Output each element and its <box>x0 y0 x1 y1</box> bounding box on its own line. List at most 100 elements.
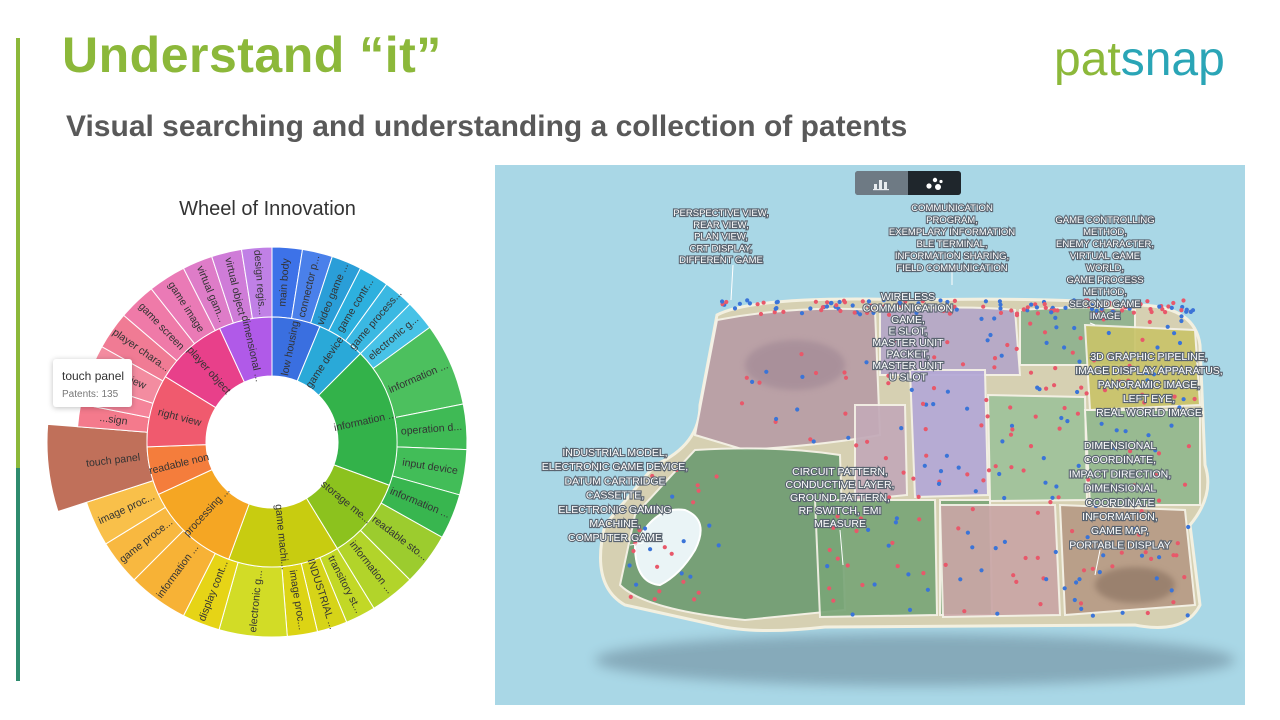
patent-dot[interactable] <box>1005 342 1010 348</box>
patent-dot[interactable] <box>744 375 749 380</box>
patent-dot[interactable] <box>1127 306 1132 311</box>
patent-dot[interactable] <box>1169 305 1174 310</box>
patent-dot[interactable] <box>1042 302 1047 307</box>
patent-dot[interactable] <box>942 307 947 312</box>
patent-dot[interactable] <box>907 607 913 612</box>
patent-dot[interactable] <box>1089 303 1094 308</box>
patent-dot[interactable] <box>992 316 997 321</box>
patent-dot[interactable] <box>864 360 869 365</box>
patent-dot[interactable] <box>1092 358 1097 363</box>
landscape-zone[interactable] <box>618 447 847 622</box>
patent-dot[interactable] <box>1131 304 1136 309</box>
patent-dot[interactable] <box>854 528 859 534</box>
patent-dot[interactable] <box>1062 405 1067 411</box>
patent-dot[interactable] <box>1081 568 1087 573</box>
patent-dot[interactable] <box>866 303 871 308</box>
patent-dot[interactable] <box>635 465 640 470</box>
patent-dot[interactable] <box>829 300 834 306</box>
wheel-inner-ring[interactable] <box>146 316 398 568</box>
patent-dot[interactable] <box>1181 397 1186 402</box>
patent-dot[interactable] <box>932 355 937 360</box>
patent-dot[interactable] <box>984 397 989 403</box>
patent-dot[interactable] <box>1120 610 1125 615</box>
patent-dot[interactable] <box>1002 495 1007 501</box>
patent-dot[interactable] <box>1126 378 1131 383</box>
patent-dot[interactable] <box>732 306 738 311</box>
patent-dot[interactable] <box>1125 356 1130 361</box>
patent-dot[interactable] <box>943 562 948 567</box>
patent-dot[interactable] <box>1070 350 1075 355</box>
landscape-zone[interactable] <box>813 499 939 619</box>
patent-dot[interactable] <box>837 299 842 305</box>
patent-dot[interactable] <box>921 571 926 576</box>
patent-dot[interactable] <box>1028 370 1034 375</box>
patent-dot[interactable] <box>992 365 997 370</box>
patent-dot[interactable] <box>1138 302 1143 307</box>
patent-dot[interactable] <box>1120 308 1125 313</box>
patent-dot[interactable] <box>906 572 911 577</box>
patent-dot[interactable] <box>1054 484 1059 489</box>
patent-dot[interactable] <box>960 362 966 367</box>
landscape-zone[interactable] <box>986 393 1089 503</box>
patent-dot[interactable] <box>842 370 847 375</box>
patent-dot[interactable] <box>774 300 779 305</box>
patent-dot[interactable] <box>843 411 848 416</box>
patent-dot[interactable] <box>737 301 742 306</box>
patent-dot[interactable] <box>1052 308 1057 313</box>
patent-dot[interactable] <box>1048 500 1053 505</box>
patent-dot[interactable] <box>945 340 950 345</box>
patent-dot[interactable] <box>947 311 952 316</box>
patent-dot[interactable] <box>773 306 778 311</box>
patent-dot[interactable] <box>657 589 662 594</box>
patent-dot[interactable] <box>886 312 892 317</box>
patent-dot[interactable] <box>892 338 897 343</box>
patent-dot[interactable] <box>886 381 891 386</box>
patent-dot[interactable] <box>954 307 959 312</box>
patent-dot[interactable] <box>679 571 684 576</box>
patent-dot[interactable] <box>998 310 1004 315</box>
patent-dot[interactable] <box>1177 340 1183 346</box>
patent-dot[interactable] <box>1166 304 1171 309</box>
patent-dot[interactable] <box>945 299 950 305</box>
patent-dot[interactable] <box>979 568 984 573</box>
patent-dot[interactable] <box>681 539 686 544</box>
patent-dot[interactable] <box>886 543 891 548</box>
patent-dot[interactable] <box>1106 330 1111 336</box>
patent-dot[interactable] <box>1182 575 1187 580</box>
patent-dot[interactable] <box>1090 566 1095 571</box>
patent-dot[interactable] <box>820 305 825 310</box>
patent-dot[interactable] <box>944 453 949 458</box>
patent-dot[interactable] <box>1169 588 1174 593</box>
patent-dot[interactable] <box>696 488 701 493</box>
patent-dot[interactable] <box>865 439 870 444</box>
patent-dot[interactable] <box>860 582 865 588</box>
patent-dot[interactable] <box>1151 372 1157 377</box>
patent-dot[interactable] <box>850 612 855 617</box>
patent-dot[interactable] <box>1101 553 1106 558</box>
patent-dot[interactable] <box>808 306 813 311</box>
patent-dot[interactable] <box>1139 553 1145 558</box>
patent-dot[interactable] <box>1165 324 1170 329</box>
patent-dot[interactable] <box>1093 503 1098 509</box>
patent-dot[interactable] <box>674 467 679 472</box>
landscape-svg[interactable]: PERSPECTIVE VIEW,REAR VIEW,PLAN VIEW,CRT… <box>495 165 1245 705</box>
patent-dot[interactable] <box>1163 310 1168 315</box>
patent-dot[interactable] <box>774 416 779 422</box>
patent-dot[interactable] <box>1123 305 1128 310</box>
patent-dot[interactable] <box>1102 388 1108 393</box>
patent-dot[interactable] <box>922 463 927 468</box>
patent-dot[interactable] <box>1035 555 1040 560</box>
patent-dot[interactable] <box>945 389 950 394</box>
patent-dot[interactable] <box>1149 309 1154 315</box>
patent-dot[interactable] <box>652 597 657 602</box>
patent-dot[interactable] <box>1133 526 1138 532</box>
patent-dot[interactable] <box>692 597 697 602</box>
patent-dot[interactable] <box>1192 396 1197 402</box>
patent-dot[interactable] <box>1014 579 1019 584</box>
patent-dot[interactable] <box>1157 304 1162 309</box>
patent-dot[interactable] <box>623 464 628 469</box>
patent-dot[interactable] <box>1044 340 1049 345</box>
patent-dot[interactable] <box>1089 306 1095 312</box>
patent-dot[interactable] <box>949 307 954 312</box>
